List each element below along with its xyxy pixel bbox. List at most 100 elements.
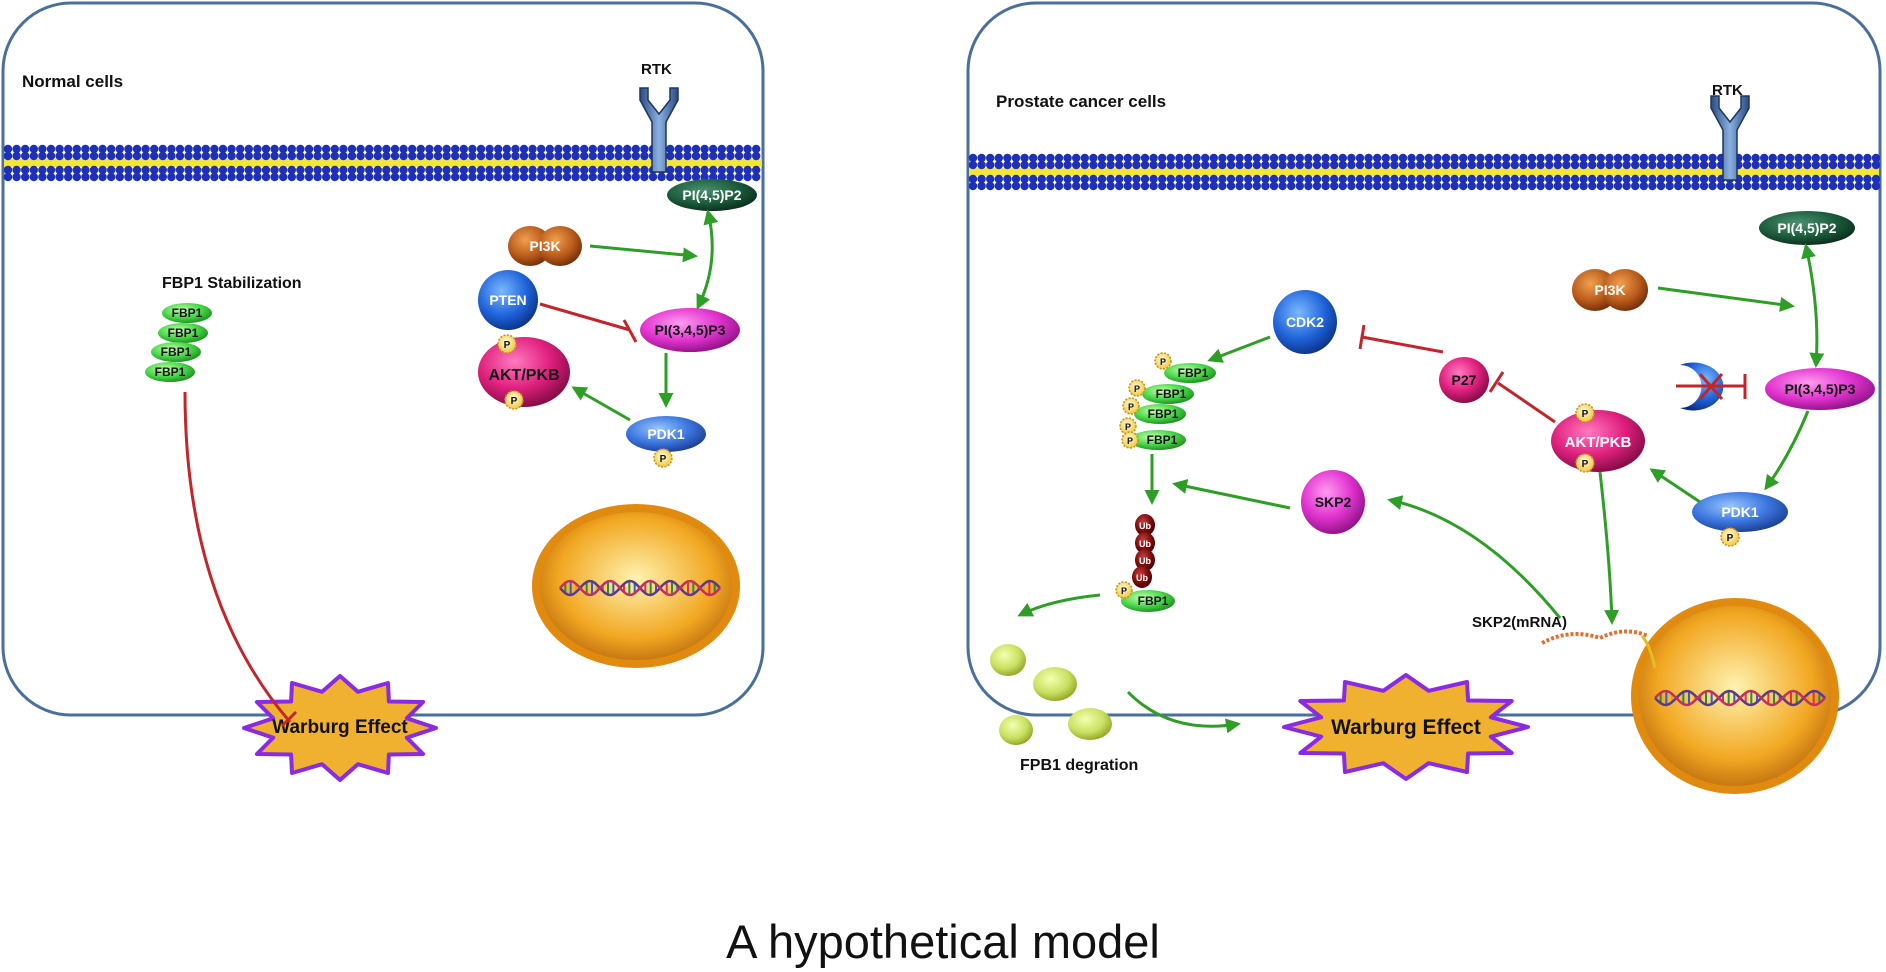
ubiquitin-node: Ub: [1135, 532, 1155, 554]
skp2-mrna-label: SKP2(mRNA): [1472, 614, 1567, 631]
pten-node: PTEN: [478, 270, 538, 330]
phospho-badge: P: [504, 390, 524, 410]
svg-text:P: P: [1121, 586, 1127, 596]
arrow-akt-to-mrna: [1598, 471, 1620, 625]
svg-text:P: P: [1727, 533, 1734, 544]
svg-text:Ub: Ub: [1139, 539, 1151, 549]
degradation-label: FPB1 degration: [1020, 757, 1138, 774]
arrow-pdk1-to-akt: [571, 386, 631, 422]
inhibit-p27-cdk2: [1361, 335, 1444, 354]
arrow-pi3k-to-pip2: [1657, 286, 1795, 312]
fbp1-label: FBP1: [1178, 366, 1209, 380]
pip2-label: PI(4,5)P2: [1777, 220, 1836, 236]
arrow-pi3k-to-pip2: [589, 244, 698, 263]
panel-title: Normal cells: [22, 72, 123, 91]
inhibit-pten-pip3: [539, 302, 631, 332]
skp2-label: SKP2: [1315, 494, 1352, 510]
warburg-label: Warburg Effect: [272, 717, 408, 738]
phospho-badge: P: [1575, 453, 1595, 473]
nucleus-icon: [1631, 598, 1839, 794]
cell-membrane: [3, 144, 762, 182]
nucleus-icon: [532, 504, 740, 668]
fbp1-stabilization-label: FBP1 Stabilization: [162, 275, 302, 292]
inhibition-lines: [183, 302, 638, 728]
pten-label: PTEN: [489, 292, 526, 308]
fbp1-label: FBP1: [1147, 433, 1178, 447]
ubiquitin-chain: Ub Ub Ub Ub FBP1 P: [1115, 514, 1175, 612]
phospho-badge: P: [1122, 397, 1140, 415]
cdk2-label: CDK2: [1286, 314, 1324, 330]
pip2-node: PI(4,5)P2: [1759, 211, 1855, 245]
rtk-label: RTK: [641, 61, 672, 78]
akt-label: AKT/PKB: [488, 367, 559, 384]
fbp1-label: FBP1: [168, 326, 199, 340]
warburg-effect-burst: Warburg Effect: [242, 674, 438, 782]
phospho-badge: P: [1115, 581, 1133, 599]
phospho-badge: P: [1720, 527, 1740, 547]
svg-text:P: P: [1134, 384, 1140, 394]
pi3k-node: PI3K: [1572, 269, 1648, 311]
p27-label: P27: [1452, 372, 1477, 388]
activation-arrows: [1017, 243, 1825, 734]
svg-text:P: P: [504, 340, 511, 351]
fbp1-stack: FBP1 FBP1 FBP1 FBP1: [1130, 363, 1216, 450]
fbp1-label: FBP1: [1148, 407, 1179, 421]
ubiquitin-node: Ub: [1135, 514, 1155, 536]
svg-text:Ub: Ub: [1139, 556, 1151, 566]
ubiquitin-node: Ub: [1132, 566, 1152, 588]
phospho-badge: P: [1121, 431, 1139, 449]
inhibit-akt-p27: [1497, 381, 1556, 424]
panel-prostate-cancer-cells: Prostate cancer cells RTK PI(4,5)P2 PI3K…: [966, 1, 1882, 794]
svg-text:P: P: [660, 454, 667, 465]
arrow-pip2-pip3: [696, 209, 719, 310]
arrow-pip2-pip3: [1801, 243, 1825, 368]
inhibition-lines: [1358, 324, 1747, 424]
pi3k-label: PI3K: [1594, 282, 1625, 298]
arrow-mrna-to-skp2: [1387, 495, 1562, 619]
fbp1-ubiquitinated: [1121, 590, 1175, 612]
pi3k-node: PI3K: [508, 226, 582, 266]
pdk1-label: PDK1: [647, 426, 685, 442]
svg-text:Ub: Ub: [1139, 521, 1151, 531]
pi3k-label: PI3K: [529, 238, 560, 254]
pip3-label: PI(3,4,5)P3: [1785, 381, 1856, 397]
pdk1-label: PDK1: [1721, 504, 1759, 520]
cell-membrane: [968, 153, 1881, 191]
akt-label: AKT/PKB: [1565, 434, 1632, 451]
svg-text:P: P: [511, 396, 518, 407]
fbp1-stack: FBP1 FBP1 FBP1 FBP1: [145, 303, 212, 382]
warburg-label: Warburg Effect: [1331, 716, 1481, 739]
arrow-pdk1-to-akt: [1649, 468, 1701, 504]
arrow-cdk2-to-fbp1: [1207, 335, 1271, 363]
degraded-fbp1-fragments: [990, 644, 1112, 745]
arrow-to-degradation: [1017, 593, 1101, 617]
svg-text:P: P: [1125, 422, 1131, 432]
akt-node: AKT/PKB: [1551, 410, 1645, 472]
pdk1-node: PDK1: [1692, 492, 1788, 532]
cdk2-node: CDK2: [1273, 290, 1337, 354]
phospho-badge: P: [497, 334, 517, 354]
akt-node: AKT/PKB: [478, 337, 570, 407]
p27-node: P27: [1439, 357, 1489, 403]
svg-text:P: P: [1128, 402, 1134, 412]
ubiquitin-node: Ub: [1135, 549, 1155, 571]
pip3-label: PI(3,4,5)P3: [655, 322, 726, 338]
phospho-badge: P: [1575, 403, 1595, 423]
dna-helix-icon: [1654, 689, 1826, 707]
svg-text:P: P: [1582, 409, 1589, 420]
pip3-node: PI(3,4,5)P3: [640, 308, 740, 352]
arrow-skp2-to-fbp1: [1172, 479, 1291, 510]
skp2-mrna-strand: [1541, 629, 1657, 669]
fbp1-label: FBP1: [1138, 594, 1169, 608]
skp2-node: SKP2: [1301, 470, 1365, 534]
pip3-node: PI(3,4,5)P3: [1765, 368, 1875, 410]
fbp1-label: FBP1: [155, 365, 186, 379]
pip2-node: PI(4,5)P2: [667, 179, 757, 211]
pdk1-node: PDK1: [626, 416, 706, 452]
fbp1-label: FBP1: [172, 306, 203, 320]
panel-title: Prostate cancer cells: [996, 92, 1166, 111]
panel-normal-cells: Normal cells RTK PI(4,5)P2 PI3K PTEN PI(…: [1, 1, 765, 782]
warburg-effect-burst: Warburg Effect: [1282, 673, 1530, 781]
activation-arrows: [571, 209, 719, 422]
